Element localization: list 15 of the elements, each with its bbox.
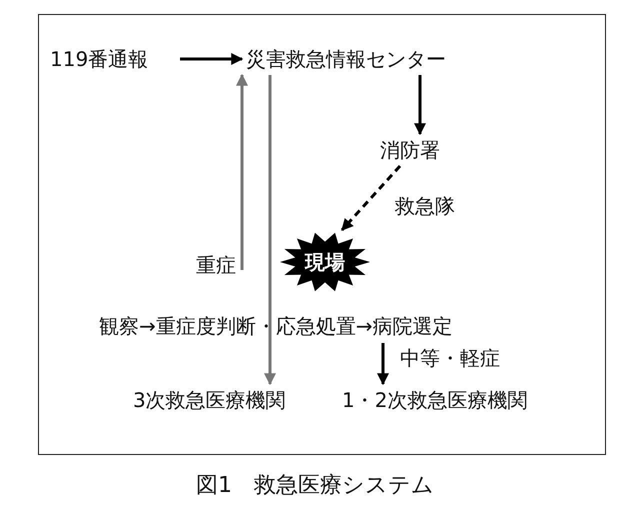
dashed-arrow <box>340 165 402 231</box>
node-label: 1・2次救急医療機関 <box>342 386 528 414</box>
arrow <box>414 75 426 136</box>
arrow <box>377 343 389 386</box>
node-label: 消防署 <box>380 136 440 164</box>
arrow <box>180 53 244 65</box>
starburst-node <box>280 232 370 292</box>
node-label: 119番通報 <box>50 46 148 72</box>
figure-caption: 図1 救急医療システム <box>195 472 435 500</box>
node-label: 3次救急医療機関 <box>133 386 286 414</box>
node-label: 災害救急情報センター <box>246 46 446 72</box>
arrow <box>236 74 248 270</box>
node-label: 現場 <box>305 248 345 276</box>
node-label: 観察→重症度判断・応急処置→病院選定 <box>99 312 453 340</box>
arrow <box>264 75 276 386</box>
